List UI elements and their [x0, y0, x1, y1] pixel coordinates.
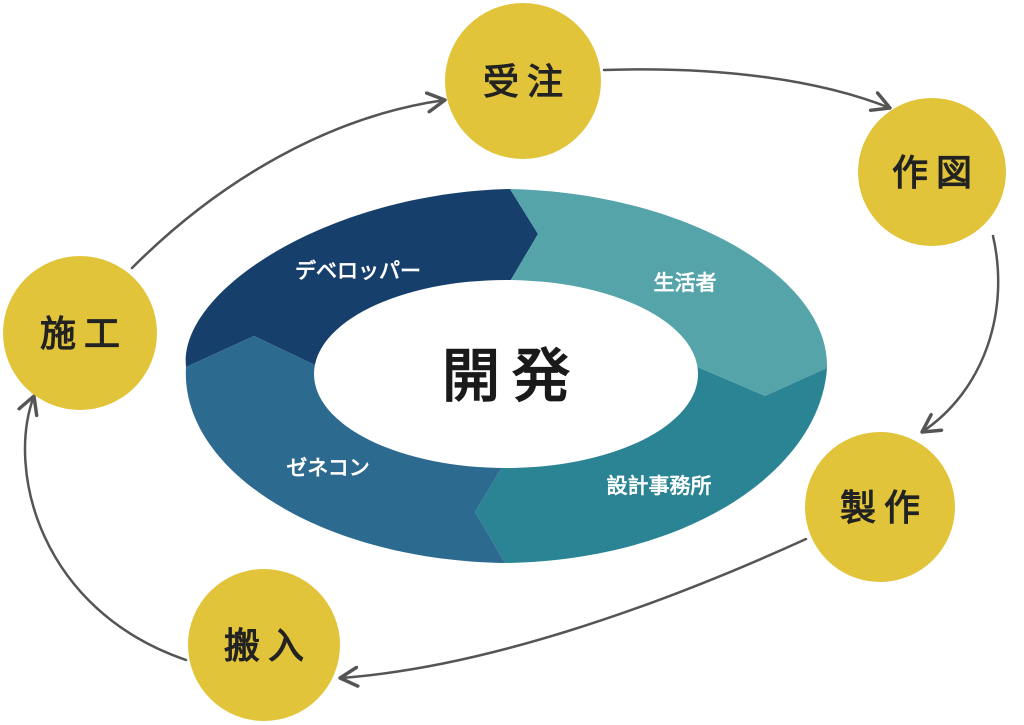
segment-label-resident: 生活者 — [654, 271, 717, 295]
arrow-order-to-drawing — [602, 68, 890, 108]
node-construction-label: 施工 — [40, 314, 128, 355]
cycle-nodes: 受注 作図 製作 搬入 施工 — [3, 3, 1006, 721]
development-ring — [185, 189, 828, 563]
node-construction-circle — [3, 256, 157, 410]
center-label: 開発 — [442, 342, 582, 410]
node-delivery-label: 搬入 — [224, 626, 312, 667]
node-delivery-circle — [188, 569, 340, 721]
segment-label-general-contractor: ゼネコン — [286, 456, 370, 480]
node-drawing-circle — [858, 98, 1006, 246]
ring-segment-developer — [185, 189, 538, 367]
segment-label-design-office: 設計事務所 — [607, 474, 712, 498]
node-manufacturing-label: 製作 — [840, 488, 928, 529]
arrow-construction-to-order — [130, 100, 445, 270]
node-delivery: 搬入 — [188, 569, 340, 721]
segment-label-developer: デベロッパー — [295, 259, 421, 283]
ring-segment-general-contractor — [185, 336, 505, 563]
arrow-drawing-to-manufacturing — [922, 234, 1000, 432]
center-ellipse — [314, 280, 698, 468]
node-manufacturing: 製作 — [805, 432, 955, 582]
cycle-arrows — [25, 68, 1000, 678]
node-order-circle — [445, 3, 601, 159]
node-construction: 施工 — [3, 256, 157, 410]
node-drawing-label: 作図 — [892, 153, 980, 194]
node-drawing: 作図 — [858, 98, 1006, 246]
node-order-label: 受注 — [483, 62, 571, 103]
ring-segment-design-office — [475, 366, 827, 563]
arrow-delivery-to-construction — [25, 396, 188, 662]
node-order: 受注 — [445, 3, 601, 159]
arrow-manufacturing-to-delivery — [340, 537, 808, 678]
node-manufacturing-circle — [805, 432, 955, 582]
ring-segment-resident — [509, 189, 828, 396]
